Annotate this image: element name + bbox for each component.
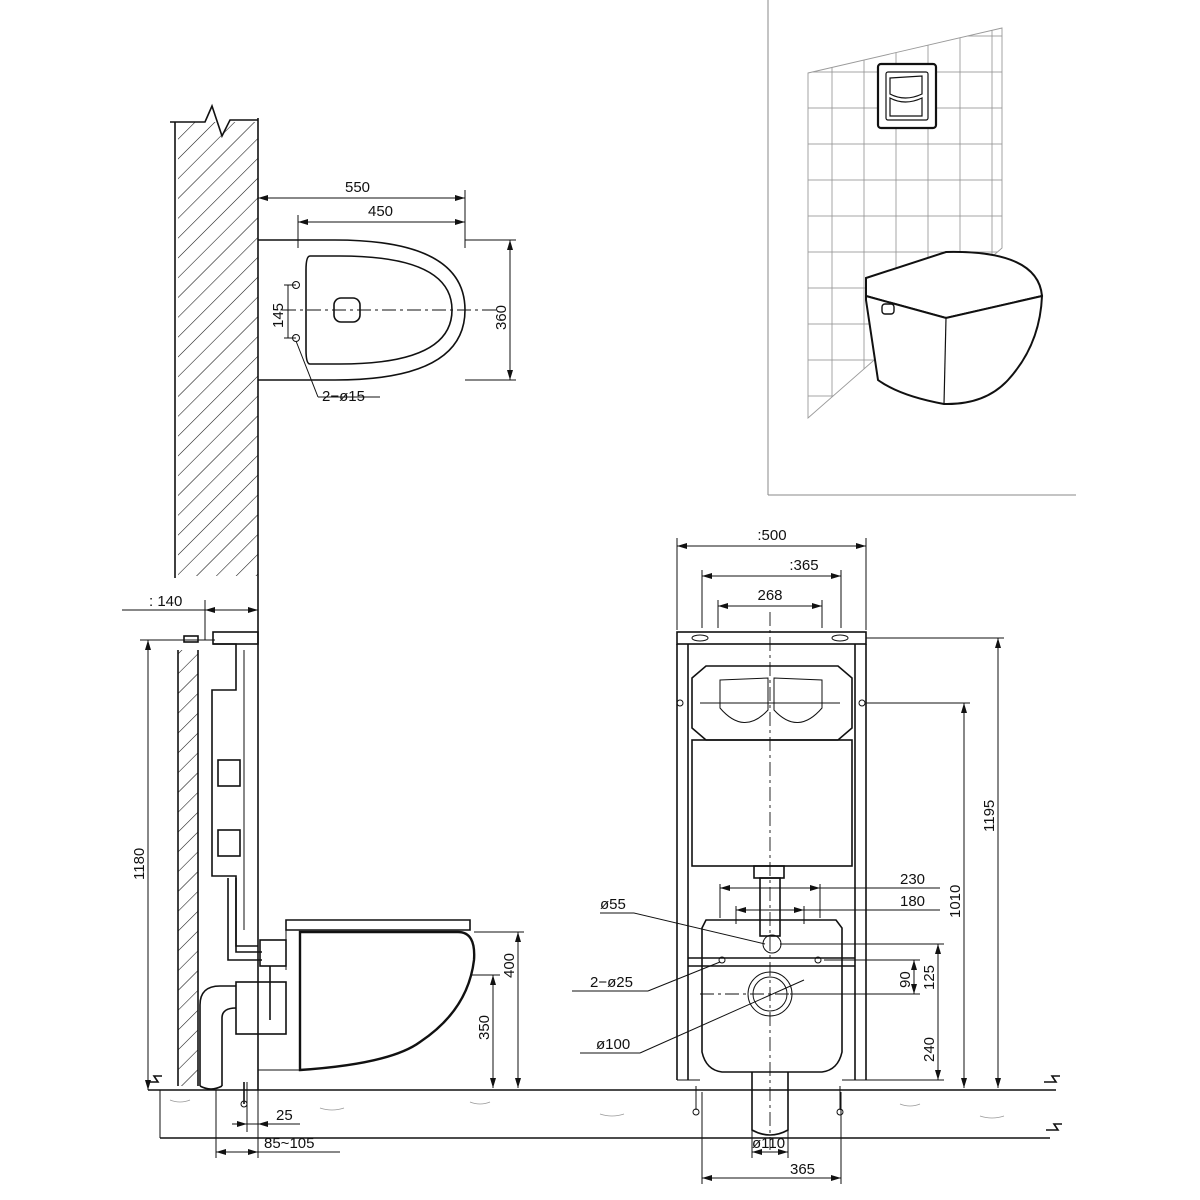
dim-550: 550 <box>345 179 370 196</box>
dim-365-top: :365 <box>789 557 818 574</box>
dim-268: 268 <box>757 587 782 604</box>
dim-140: : 140 <box>146 593 182 610</box>
label-inlet: ø55 <box>600 896 626 913</box>
dim-230: 230 <box>900 871 925 888</box>
top-view: 550 450 145 360 2−ø15 <box>257 179 516 405</box>
side-view: : 140 1180 <box>122 593 524 1158</box>
dim-400: 400 <box>501 953 518 978</box>
dim-365-bottom: 365 <box>790 1161 815 1178</box>
dim-500: :500 <box>757 527 786 544</box>
dim-145: 145 <box>270 303 287 328</box>
dim-25: 25 <box>276 1107 293 1124</box>
dim-450: 450 <box>368 203 393 220</box>
floor <box>146 1075 1062 1139</box>
dim-180: 180 <box>900 893 925 910</box>
label-bolt-holes: 2−ø15 <box>322 388 365 405</box>
dim-90: 90 <box>897 971 914 988</box>
drain-pipe-icon <box>199 878 287 1090</box>
label-outlet: ø100 <box>596 1036 630 1053</box>
dim-1010: 1010 <box>947 885 964 918</box>
dim-350: 350 <box>476 1015 493 1040</box>
dim-1195: 1195 <box>981 800 998 832</box>
dim-360: 360 <box>493 305 510 330</box>
dim-85-105: 85~105 <box>264 1135 314 1152</box>
toilet-icon <box>865 250 1044 406</box>
dim-240: 240 <box>921 1037 938 1062</box>
flush-plate-icon <box>876 62 938 130</box>
wall-hatch-icon <box>170 103 259 1090</box>
dim-110: ø110 <box>752 1135 785 1152</box>
dim-125: 125 <box>921 965 938 990</box>
dim-1180: 1180 <box>131 848 148 880</box>
front-view: :500 :365 268 <box>572 527 1004 1184</box>
label-bolt-holes-front: 2−ø25 <box>590 974 633 991</box>
perspective-view <box>767 0 1076 496</box>
